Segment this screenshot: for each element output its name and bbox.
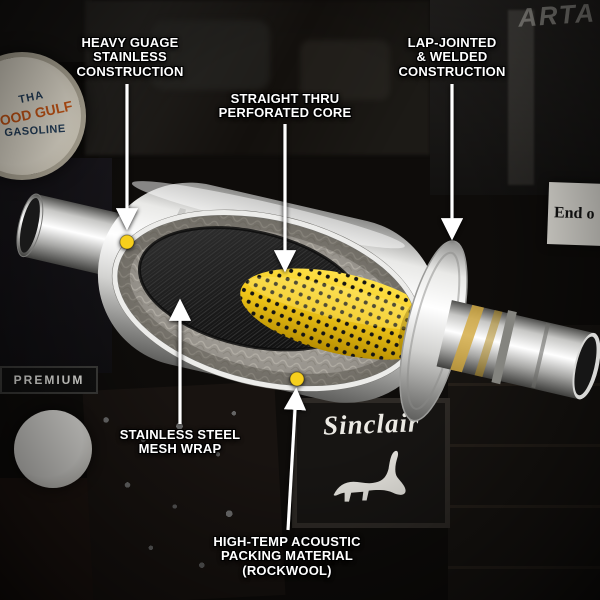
callout-label-packing: HIGH-TEMP ACOUSTIC PACKING MATERIAL (ROC… (213, 534, 361, 578)
callout-label-heavy-gauge: HEAVY GUAGE STAINLESS CONSTRUCTION (76, 35, 184, 79)
callout-label-straight-thru: STRAIGHT THRU PERFORATED CORE (218, 91, 352, 121)
callout-label-mesh-wrap: STAINLESS STEEL MESH WRAP (119, 427, 241, 457)
callout-dot-packing (289, 371, 305, 387)
callout-label-lap-jointed: LAP-JOINTED & WELDED CONSTRUCTION (398, 35, 506, 79)
callout-dot-heavy-gauge (119, 234, 135, 250)
callout-line-packing (283, 387, 307, 531)
